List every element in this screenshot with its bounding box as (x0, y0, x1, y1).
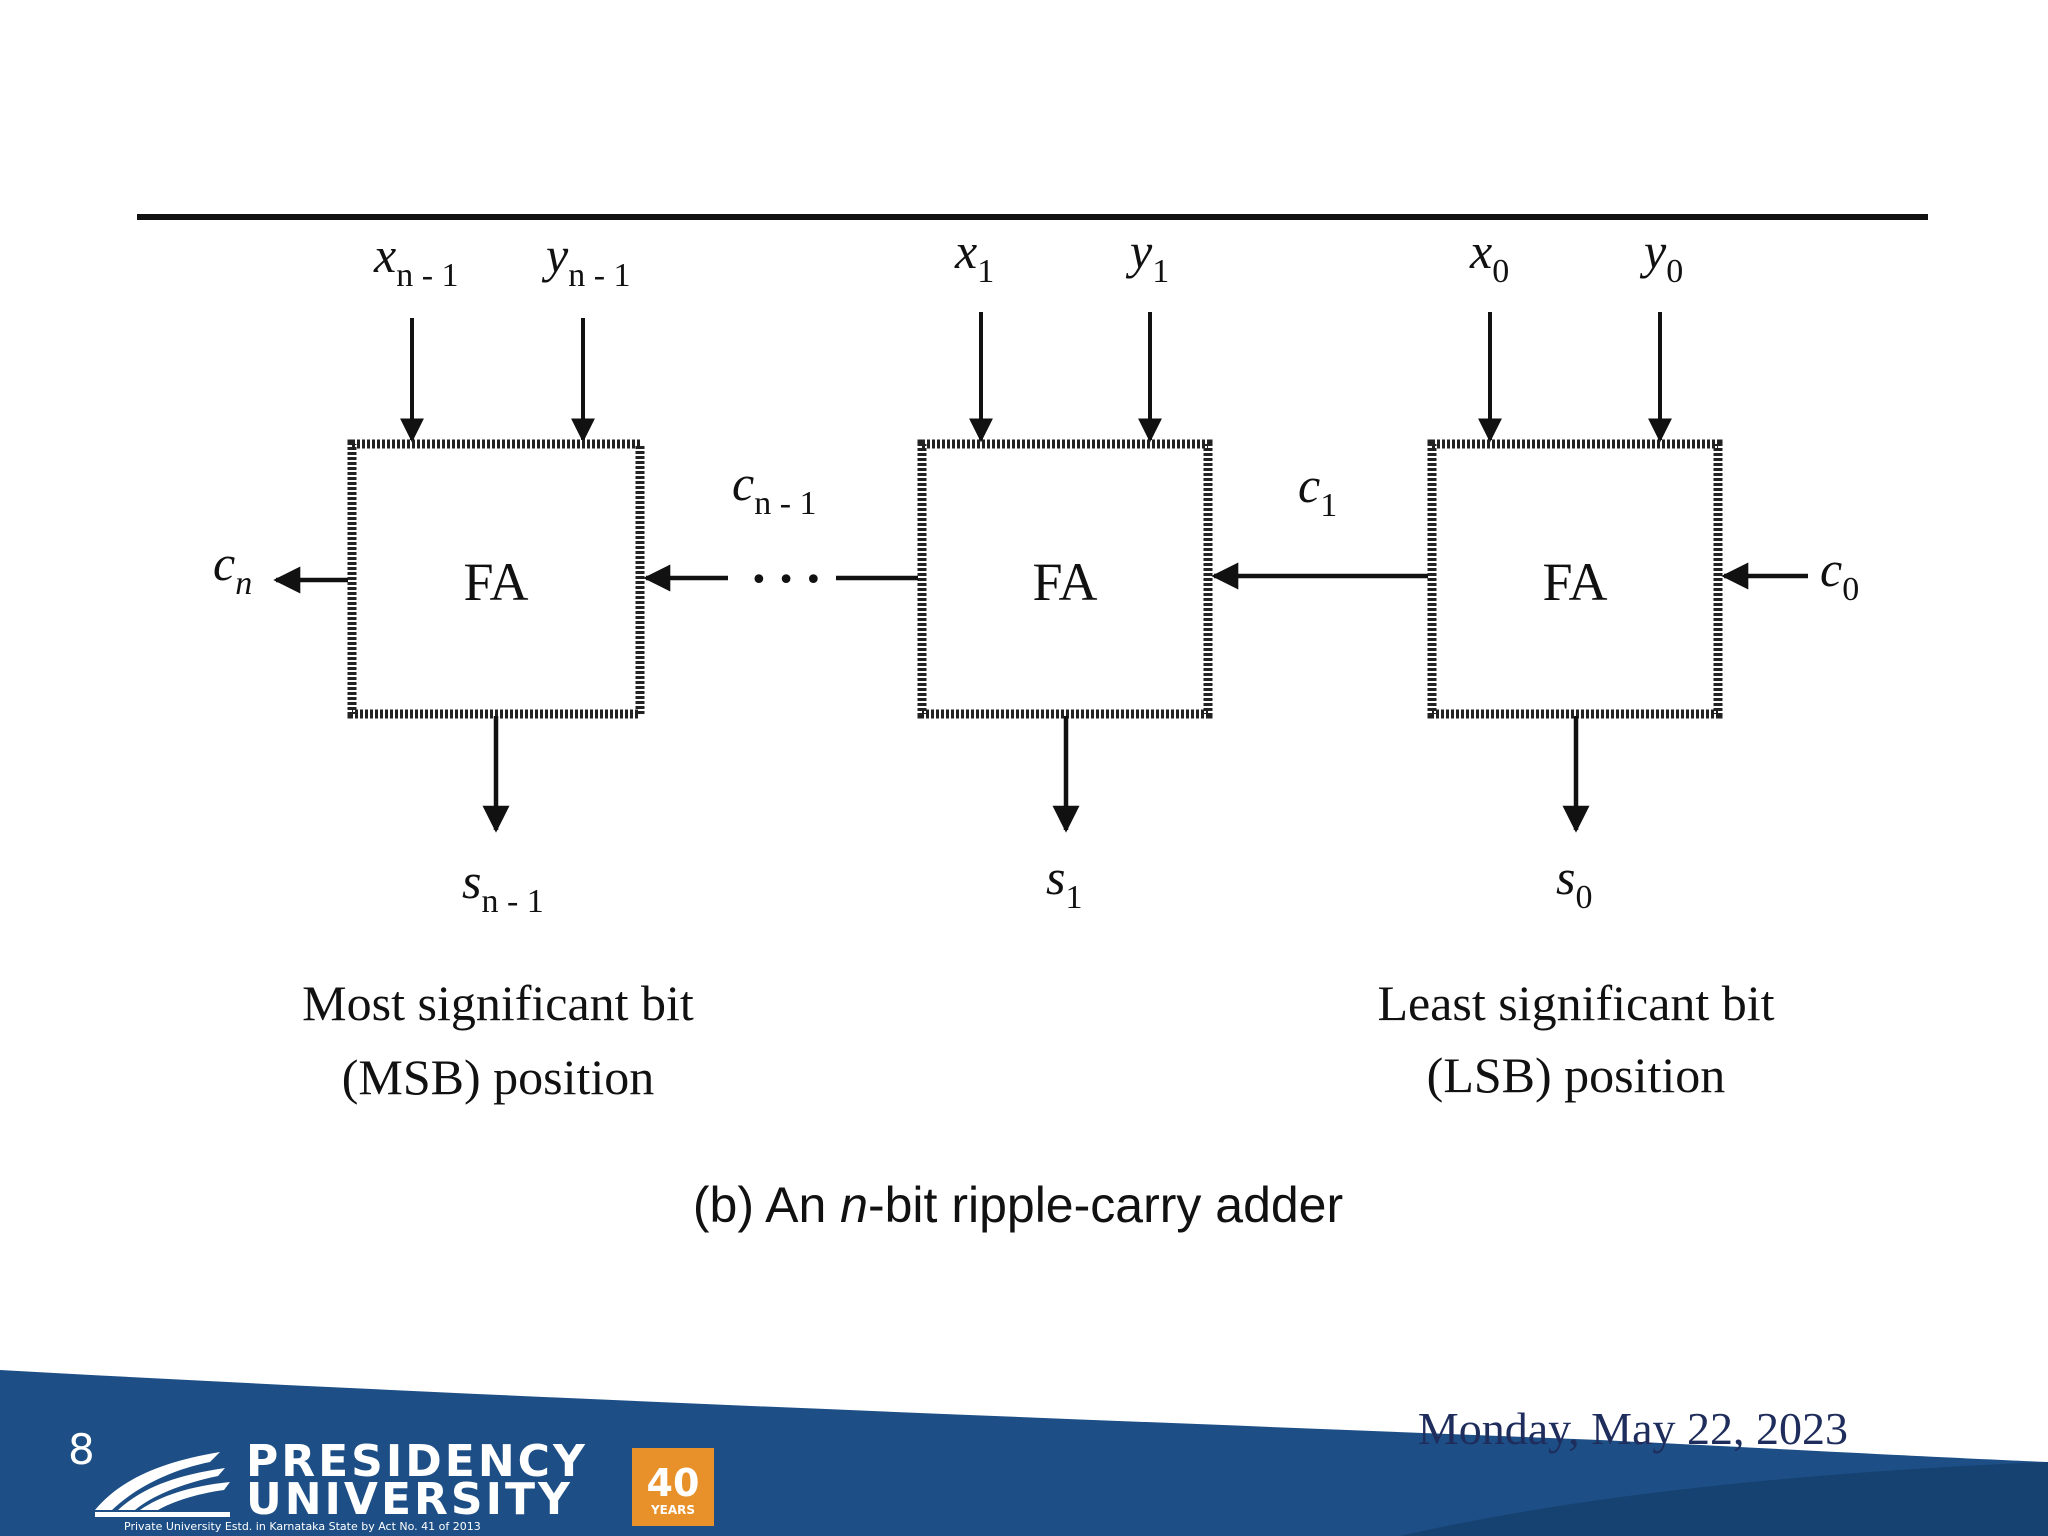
ellipsis: • • • (750, 563, 822, 598)
lsb-caption-line2: (LSB) position (1427, 1047, 1726, 1103)
fa-label-mid: FA (1032, 552, 1097, 612)
label-cn: cn (213, 535, 252, 602)
label-s-msb: sn - 1 (462, 853, 544, 920)
lsb-caption-line1: Least significant bit (1377, 975, 1774, 1031)
footer-band (0, 1370, 2048, 1536)
fa-label-msb: FA (463, 552, 528, 612)
label-x-lsb: x0 (1469, 223, 1509, 290)
fa-block-mid: FA (917, 439, 1213, 719)
label-c0: c0 (1820, 541, 1859, 608)
label-y-lsb: y0 (1639, 223, 1683, 290)
label-y-mid: y1 (1125, 223, 1169, 290)
badge-number: 40 (647, 1461, 700, 1505)
label-cn1: cn - 1 (732, 455, 817, 522)
carry-arrows (273, 562, 1808, 594)
logo-name-line2: UNIVERSITY (246, 1474, 573, 1525)
label-y-msb: yn - 1 (541, 227, 631, 294)
fa-block-lsb: FA (1427, 439, 1723, 719)
badge-text: YEARS (650, 1503, 695, 1517)
logo-name-line1: PRESIDENCY (246, 1436, 588, 1487)
label-c1: c1 (1298, 457, 1337, 524)
input-arrows (400, 312, 1672, 443)
anniversary-badge (632, 1448, 714, 1526)
slide-date: Monday, May 22, 2023 (1418, 1403, 1848, 1454)
logo-emblem-icon (95, 1452, 230, 1517)
page-number: 8 (68, 1425, 95, 1474)
label-s-lsb: s0 (1556, 849, 1592, 916)
fa-block-msb: FA (347, 439, 645, 719)
fa-label-lsb: FA (1542, 552, 1607, 612)
university-logo: PRESIDENCY UNIVERSITY Private University… (95, 1436, 714, 1533)
label-s-mid: s1 (1046, 849, 1082, 916)
output-arrows (482, 716, 1590, 833)
msb-caption-line1: Most significant bit (302, 975, 694, 1031)
logo-tagline: Private University Estd. in Karnataka St… (124, 1520, 481, 1533)
figure-caption: (b) An n-bit ripple-carry adder (693, 1177, 1343, 1233)
msb-caption-line2: (MSB) position (342, 1049, 655, 1105)
label-x-msb: xn - 1 (373, 227, 459, 294)
label-x-mid: x1 (954, 223, 994, 290)
